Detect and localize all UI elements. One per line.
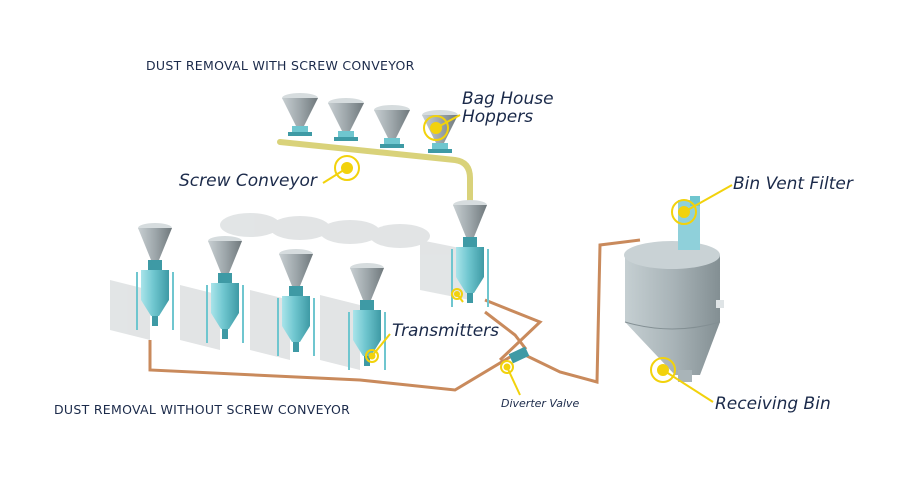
heading-with-screw-conveyor: DUST REMOVAL WITH SCREW CONVEYOR — [146, 58, 415, 73]
label-bag-house-line1: Bag House — [462, 89, 554, 109]
label-screw-conveyor: Screw Conveyor — [179, 171, 317, 191]
transmitter-vessel — [451, 200, 489, 307]
label-bin-vent-filter: Bin Vent Filter — [733, 174, 853, 194]
transmitter-vessel — [348, 263, 386, 370]
callout-markers — [334, 115, 697, 383]
label-transmitters: Transmitters — [392, 321, 500, 341]
bag-house-hopper — [282, 93, 318, 136]
diverter-valve — [508, 346, 530, 364]
bin-feed-pipe — [524, 238, 641, 384]
transmitter-vessel — [136, 223, 174, 330]
receiving-bin — [624, 241, 724, 382]
label-receiving-bin: Receiving Bin — [715, 394, 831, 414]
label-bag-house-line2: Hoppers — [462, 106, 534, 127]
transmitter-vessels — [136, 200, 489, 370]
lower-conveying-pipe — [148, 310, 528, 392]
transmitter-vessel — [277, 249, 315, 356]
conveying-pipeline — [148, 238, 641, 392]
marker-receiving-bin — [650, 357, 676, 383]
label-diverter-valve: Diverter Valve — [501, 397, 580, 410]
marker-bin-vent-filter — [671, 199, 697, 225]
screw-conveyor — [277, 139, 473, 203]
transfer-pipe — [484, 298, 543, 362]
marker-screw-conveyor — [334, 155, 360, 181]
transmitter-vessel — [206, 236, 244, 343]
label-bag-house-hoppers: Bag House Hoppers — [462, 89, 554, 127]
marker-diverter-valve — [500, 360, 514, 374]
bag-house-hopper — [374, 105, 410, 148]
bag-house-hopper — [328, 98, 364, 141]
marker-bag-house — [423, 115, 449, 141]
marker-transmitter-upper — [451, 288, 463, 300]
marker-transmitter-lower — [365, 349, 379, 363]
heading-without-screw-conveyor: DUST REMOVAL WITHOUT SCREW CONVEYOR — [54, 402, 351, 417]
